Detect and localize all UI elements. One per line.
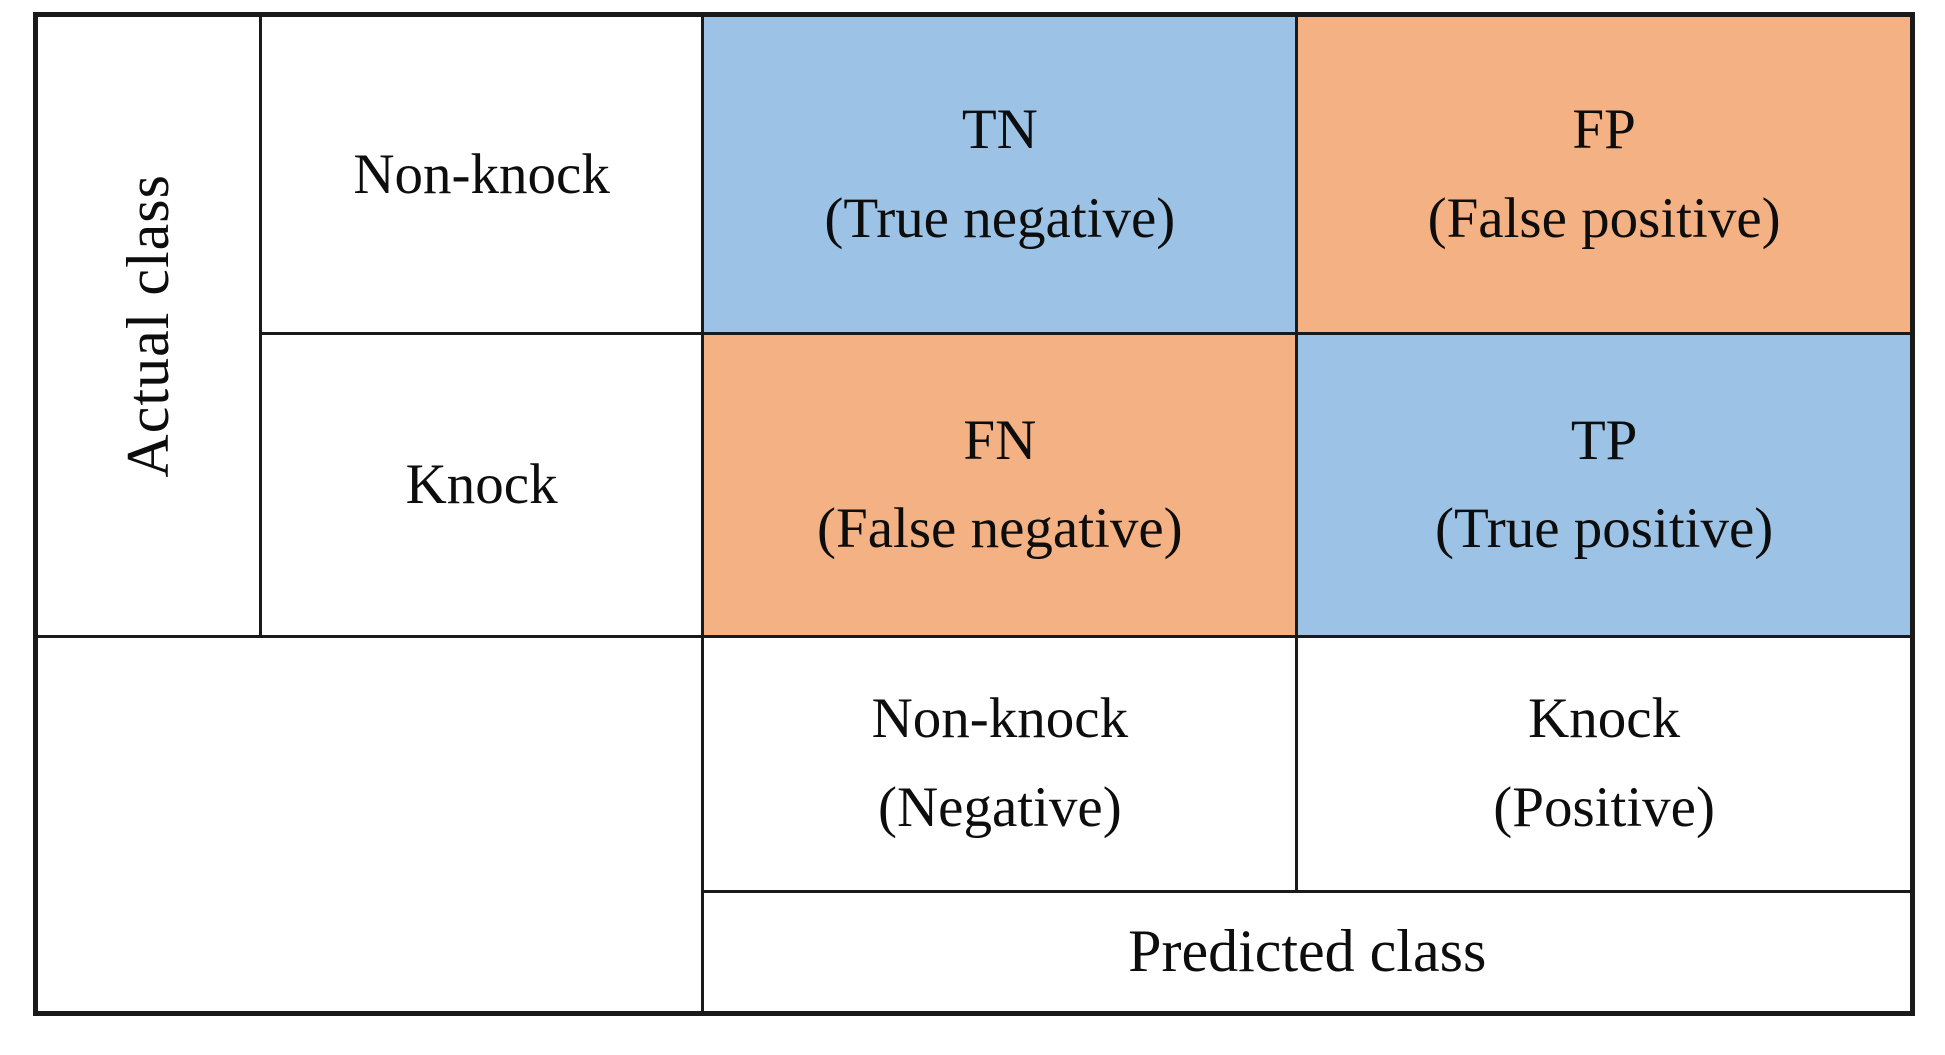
predicted-col-positive-sublabel: (Positive) bbox=[1493, 775, 1715, 839]
false-negative-abbr: FN bbox=[963, 408, 1037, 472]
actual-class-axis-cell: Actual class bbox=[38, 17, 262, 638]
predicted-class-axis-cell: Predicted class bbox=[704, 893, 1910, 1011]
actual-row-knock-cell: Knock bbox=[261, 335, 705, 638]
empty-corner-cell bbox=[38, 637, 705, 1011]
true-negative-desc: (True negative) bbox=[824, 186, 1176, 250]
true-positive-desc: (True positive) bbox=[1434, 497, 1774, 561]
true-negative-cell: TN (True negative) bbox=[704, 17, 1299, 336]
false-negative-cell: FN (False negative) bbox=[704, 335, 1299, 638]
true-negative-abbr: TN bbox=[961, 98, 1038, 162]
false-positive-desc: (False positive) bbox=[1427, 186, 1781, 250]
predicted-col-negative-sublabel: (Negative) bbox=[878, 775, 1122, 839]
predicted-col-negative-label: Non-knock bbox=[871, 687, 1129, 751]
true-positive-abbr: TP bbox=[1570, 408, 1638, 472]
actual-class-axis-label: Actual class bbox=[114, 174, 181, 478]
false-positive-cell: FP (False positive) bbox=[1298, 17, 1910, 336]
predicted-col-negative-cell: Non-knock (Negative) bbox=[704, 637, 1299, 893]
predicted-col-positive-label: Knock bbox=[1528, 687, 1681, 751]
actual-row-knock-label: Knock bbox=[405, 452, 558, 516]
confusion-matrix-table: Actual class Non-knock TN (True negative… bbox=[33, 12, 1915, 1016]
actual-row-nonknock-cell: Non-knock bbox=[261, 17, 705, 336]
actual-row-nonknock-label: Non-knock bbox=[353, 142, 610, 206]
false-positive-abbr: FP bbox=[1572, 98, 1636, 162]
predicted-class-axis-label: Predicted class bbox=[1128, 918, 1487, 985]
false-negative-desc: (False negative) bbox=[817, 497, 1183, 561]
predicted-col-positive-cell: Knock (Positive) bbox=[1298, 638, 1910, 893]
true-positive-cell: TP (True positive) bbox=[1298, 335, 1910, 638]
